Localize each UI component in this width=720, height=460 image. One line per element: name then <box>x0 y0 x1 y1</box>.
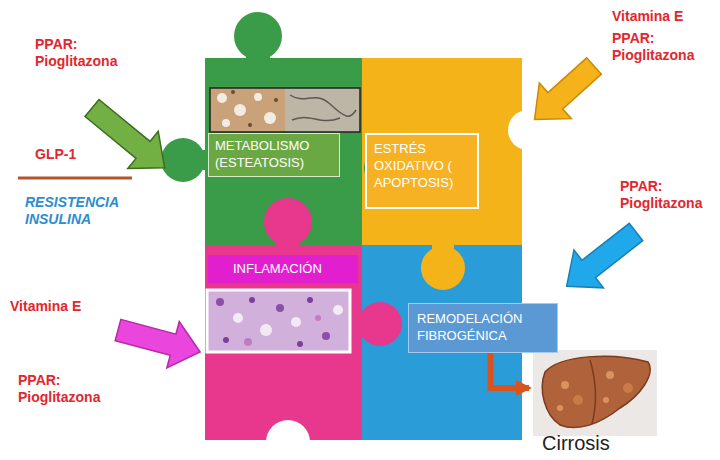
liver-nodule <box>623 383 633 393</box>
cell-dot <box>276 304 284 312</box>
process-box: ESTRÉS OXIDATIVO ( APOPTOSIS) <box>365 133 479 209</box>
drug-label: Vitamina E <box>10 298 110 315</box>
puzzle-notch <box>266 420 310 460</box>
nucleus-dot <box>248 123 252 127</box>
separator-line <box>18 177 132 180</box>
drug-label: PPAR: Pioglitazona <box>35 36 135 70</box>
process-box: METABOLISMO (ESTEATOSIS) <box>208 133 340 177</box>
puzzle-piece <box>362 58 522 245</box>
connector-arrow <box>491 353 530 388</box>
fat-vacuole <box>234 104 246 116</box>
drug-label: PPAR: Pioglitazona <box>612 30 712 64</box>
fat-vacuole <box>264 112 276 124</box>
drug-label: RESISTENCIA INSULINA <box>25 194 143 228</box>
liver-nodule <box>603 397 609 403</box>
box-text: REMODELACIÓN FIBROGÉNICA <box>417 311 549 345</box>
box-text: INFLAMACIÓN <box>233 261 352 277</box>
block-arrow <box>552 213 651 305</box>
cell-dot <box>216 298 224 306</box>
cell-dot <box>297 341 303 347</box>
puzzle-knob <box>276 236 300 250</box>
cell-dot <box>322 332 330 340</box>
puzzle-piece <box>205 245 362 440</box>
drug-label: PPAR: Pioglitazona <box>620 178 718 212</box>
cell-dot <box>223 337 229 343</box>
liver-nodule <box>557 405 563 411</box>
drug-label: PPAR: Pioglitazona <box>18 372 118 406</box>
liver-figure-box: Cirrosis <box>530 350 660 456</box>
cell-dot <box>333 305 343 315</box>
liver-figure <box>590 360 596 424</box>
histology-photo <box>285 88 360 132</box>
process-box: REMODELACIÓN FIBROGÉNICA <box>408 303 558 353</box>
puzzle-piece <box>205 58 362 245</box>
liver-nodule <box>573 395 583 405</box>
cell-dot <box>315 315 321 321</box>
histology-photo <box>210 88 285 132</box>
box-text: METABOLISMO (ESTEATOSIS) <box>215 138 333 172</box>
cell-dot <box>260 324 272 336</box>
nucleus-dot <box>274 98 278 102</box>
histology-photo <box>207 290 350 352</box>
liver-figure <box>542 356 650 427</box>
sketch-line <box>290 95 356 121</box>
drug-label: Vitamina E <box>612 8 712 25</box>
liver-nodule <box>561 381 569 389</box>
cell-dot <box>291 317 301 327</box>
puzzle-knob <box>356 314 370 334</box>
block-arrow <box>77 89 180 186</box>
fat-vacuole <box>254 93 262 101</box>
box-text: ESTRÉS OXIDATIVO ( APOPTOSIS) <box>374 141 470 192</box>
nucleus-dot <box>231 90 235 94</box>
liver-nodule <box>606 371 614 379</box>
puzzle-knob <box>195 150 209 170</box>
cell-dot <box>249 297 255 303</box>
process-box: INFLAMACIÓN <box>208 255 358 283</box>
cell-dot <box>233 313 243 323</box>
block-arrow <box>112 307 207 375</box>
photo-frame <box>210 88 360 132</box>
box-text: Cirrosis <box>542 432 660 454</box>
cell-dot <box>244 338 252 346</box>
puzzle-knob <box>246 52 270 62</box>
fat-vacuole <box>222 119 230 127</box>
fat-vacuole <box>217 93 227 103</box>
block-arrow <box>518 48 610 137</box>
cell-dot <box>307 297 313 303</box>
liver-photo-ground <box>533 350 657 436</box>
drug-label: GLP-1 <box>35 146 135 163</box>
puzzle-knob <box>432 240 454 254</box>
